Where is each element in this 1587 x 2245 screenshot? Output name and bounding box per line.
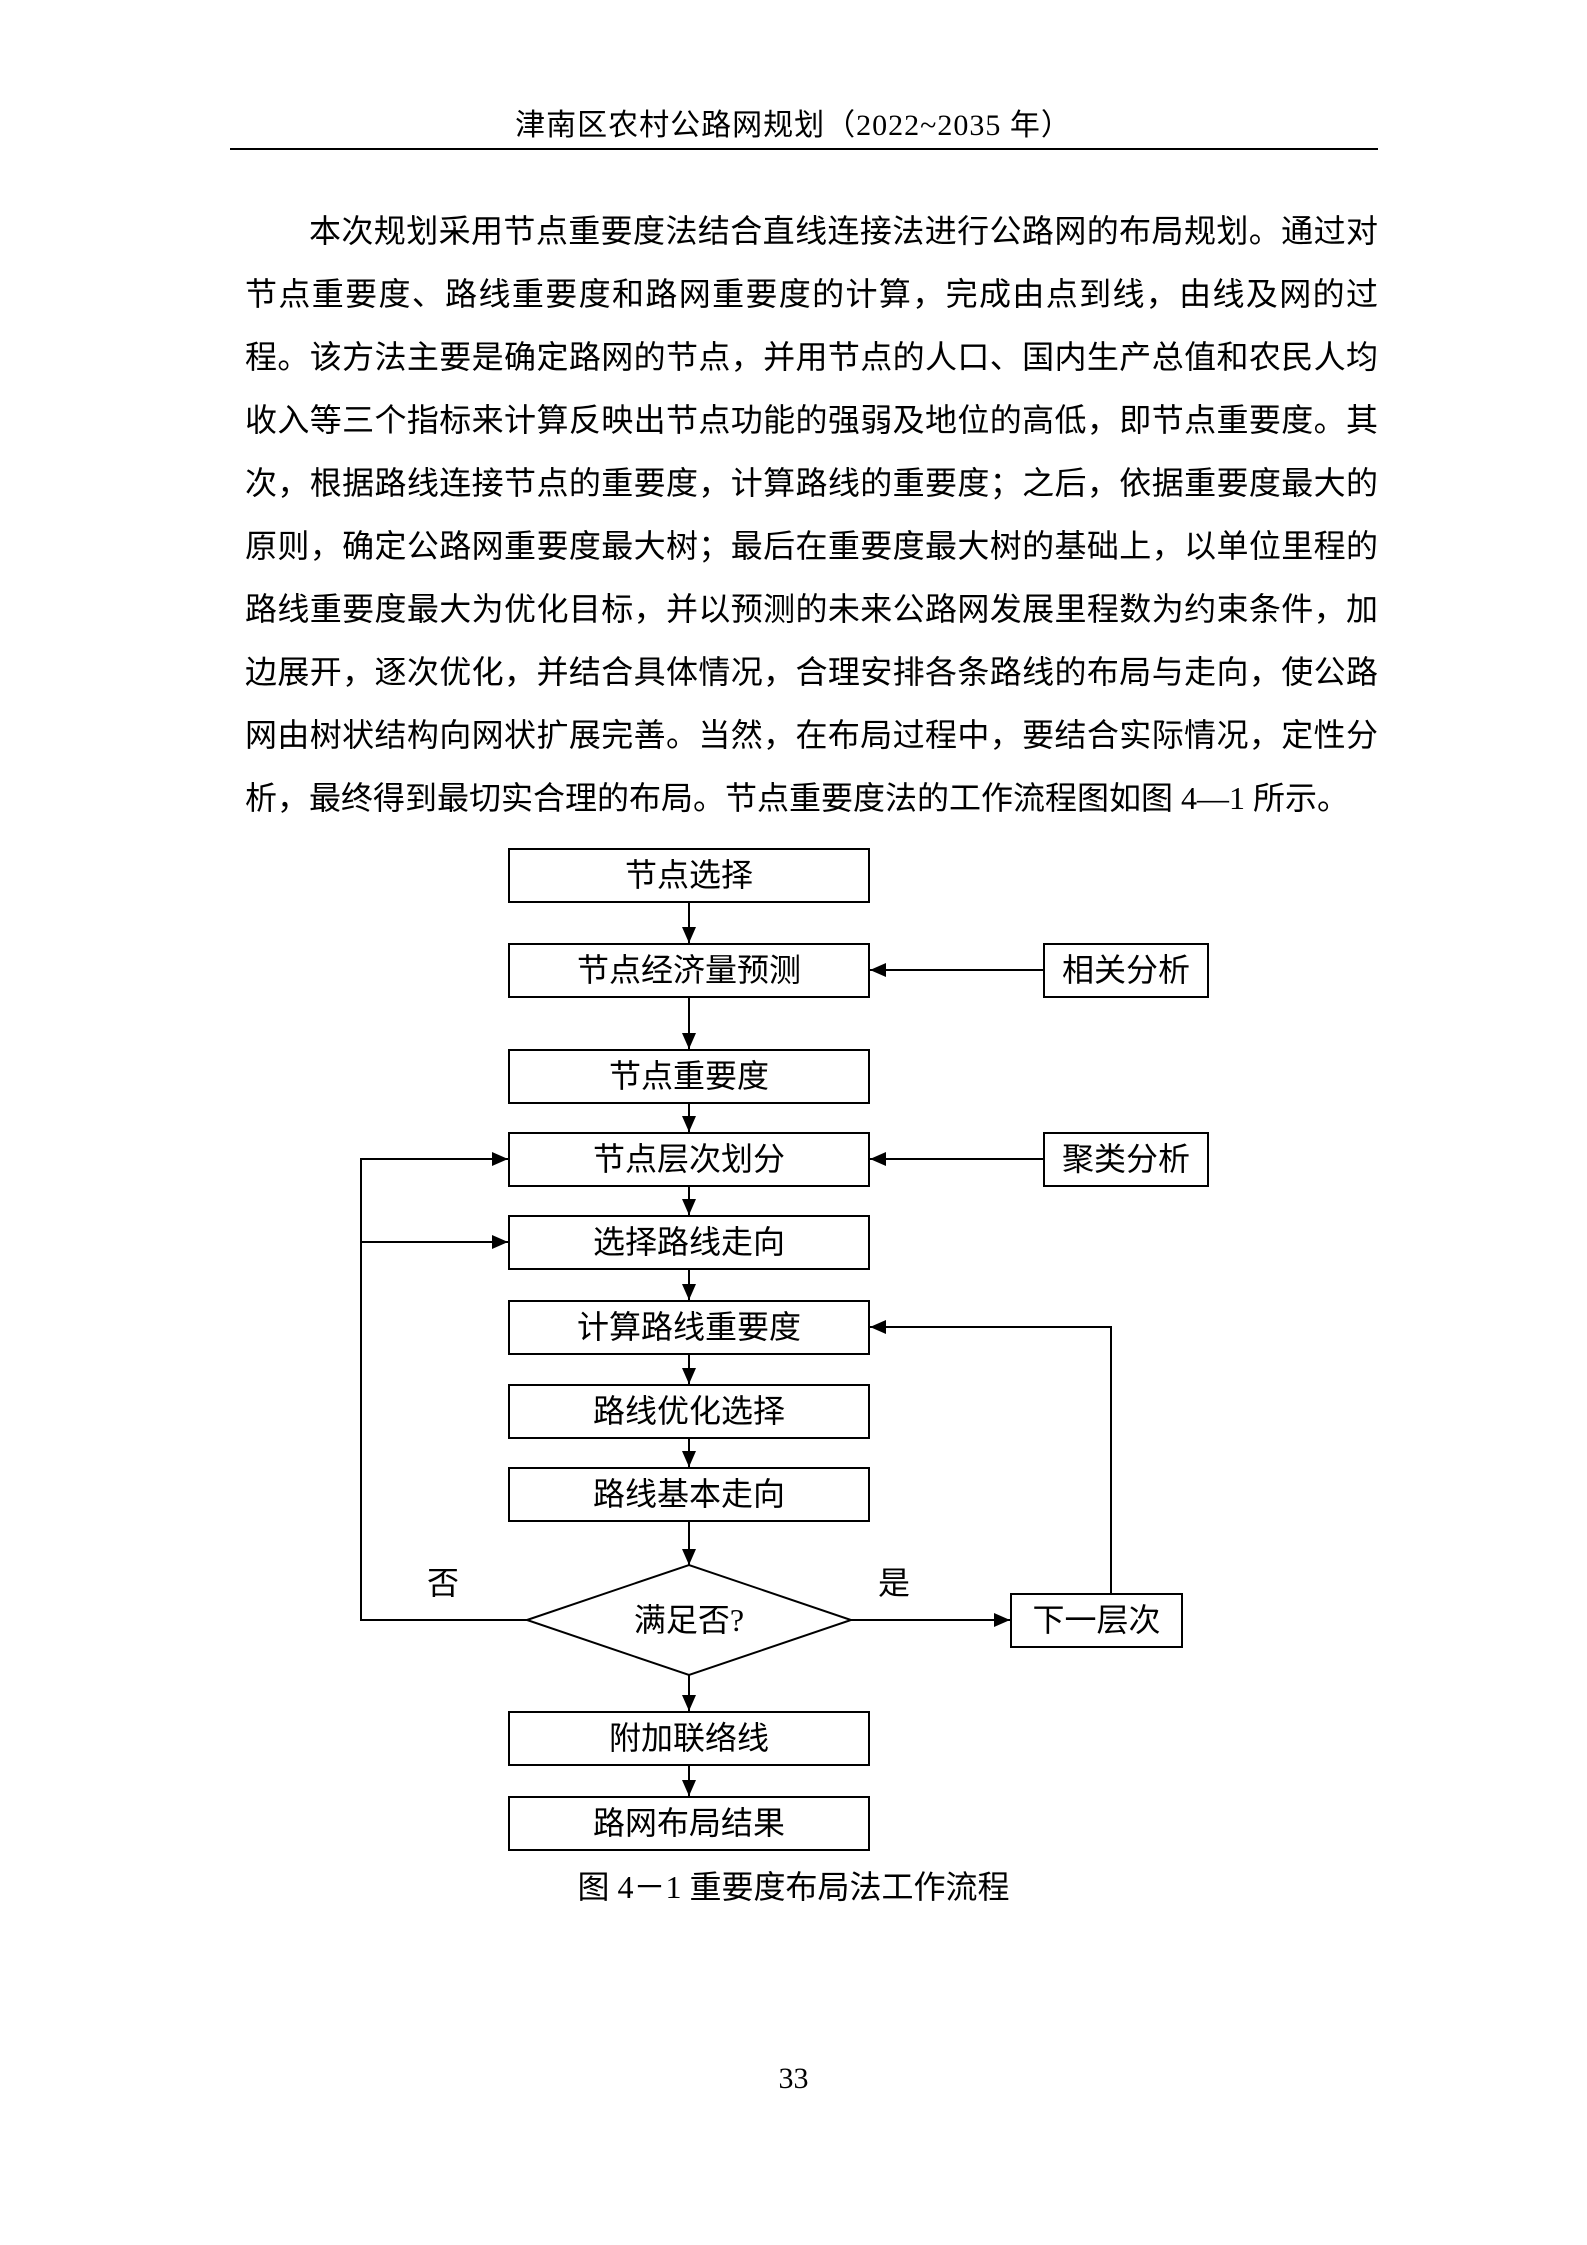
flow-label-no: 否 bbox=[427, 1565, 460, 1601]
flow-node-node-importance: 节点重要度 bbox=[508, 1049, 870, 1104]
flow-node-node-hierarchy: 节点层次划分 bbox=[508, 1132, 870, 1187]
body-paragraph: 本次规划采用节点重要度法结合直线连接法进行公路网的布局规划。通过对节点重要度、路… bbox=[245, 213, 1378, 816]
flow-node-node-selection: 节点选择 bbox=[508, 848, 870, 903]
decision-diamond-shape bbox=[523, 1563, 855, 1677]
flow-node-cluster-analysis: 聚类分析 bbox=[1043, 1132, 1209, 1187]
flow-label-yes: 是 bbox=[878, 1565, 911, 1601]
page-number: 33 bbox=[778, 2062, 809, 2095]
flow-node-route-basic-direction: 路线基本走向 bbox=[508, 1467, 870, 1522]
flow-node-extra-links: 附加联络线 bbox=[508, 1711, 870, 1766]
flow-node-route-direction: 选择路线走向 bbox=[508, 1215, 870, 1270]
header-divider bbox=[230, 148, 1378, 150]
flow-decision-satisfied: 满足否? bbox=[633, 1602, 745, 1638]
figure-caption: 图 4－1 重要度布局法工作流程 bbox=[577, 1869, 1010, 1905]
flow-node-next-level: 下一层次 bbox=[1010, 1593, 1183, 1648]
flow-node-calc-route-importance: 计算路线重要度 bbox=[508, 1300, 870, 1355]
flow-node-related-analysis: 相关分析 bbox=[1043, 943, 1209, 998]
flow-node-economy-forecast: 节点经济量预测 bbox=[508, 943, 870, 998]
flow-node-route-optimization: 路线优化选择 bbox=[508, 1384, 870, 1439]
flow-node-result: 路网布局结果 bbox=[508, 1796, 870, 1851]
page-header-title: 津南区农村公路网规划（2022~2035 年） bbox=[515, 109, 1072, 142]
